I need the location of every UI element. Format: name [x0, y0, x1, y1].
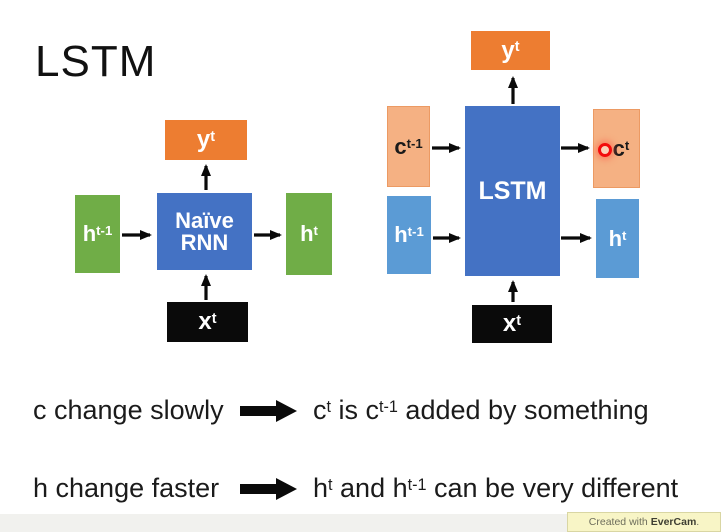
naive-rnn-output-label: yt — [196, 126, 216, 153]
implies-arrow-icon — [240, 477, 297, 500]
lstm-hprev-label: ht-1 — [394, 222, 424, 247]
watermark-suffix: . — [696, 516, 700, 528]
naive-rnn-output-box: yt — [165, 120, 247, 160]
lstm-output-box: yt — [471, 31, 550, 70]
naive-rnn-cell-line1: Naïve — [175, 207, 234, 233]
evercam-watermark: Created with EverCam . — [567, 512, 721, 532]
lstm-hnext-box: ht — [596, 199, 639, 278]
lstm-output-label: yt — [501, 36, 520, 64]
lstm-cell-label: LSTM — [478, 176, 547, 205]
slide-title: LSTM — [35, 37, 157, 86]
naive-rnn-cell-line2: RNN — [180, 229, 229, 255]
note-c-change-statement: ct is ct-1 added by something — [313, 395, 649, 425]
lstm-input-box: xt — [472, 305, 552, 343]
naive-rnn-input-box: xt — [167, 302, 248, 342]
lstm-hnext-label: ht — [608, 225, 627, 251]
red-highlight-ring-icon — [598, 143, 612, 157]
watermark-prefix: Created with — [588, 516, 648, 528]
naive-rnn-hprev-box: ht-1 — [75, 195, 120, 273]
lstm-hprev-box: ht-1 — [387, 196, 431, 274]
note-c-change-label: c change slowly — [33, 395, 224, 425]
note-h-change-statement: ht and ht-1 can be very different — [313, 473, 679, 503]
naive-rnn-cell-box: Naïve RNN — [157, 193, 252, 270]
lstm-cprev-label: ct-1 — [394, 133, 423, 159]
lstm-cprev-box: ct-1 — [387, 106, 430, 187]
naive-rnn-hnext-label: ht — [300, 221, 318, 246]
watermark-brand: EverCam — [650, 516, 697, 528]
lstm-input-label: xt — [502, 310, 522, 337]
naive-rnn-hnext-box: ht — [286, 193, 332, 275]
note-c-change: c change slowly ct is ct-1 added by some… — [33, 395, 649, 426]
lstm-cnext-label: ct — [612, 135, 630, 161]
implies-arrow-icon — [240, 399, 297, 422]
naive-rnn-hprev-label: ht-1 — [82, 221, 113, 246]
bottom-gray-band — [0, 514, 721, 532]
note-h-change: h change faster ht and ht-1 can be very … — [33, 473, 678, 504]
lstm-cell-box: LSTM — [465, 106, 560, 276]
note-h-change-label: h change faster — [33, 473, 220, 503]
lstm-cnext-box: ct — [593, 109, 640, 188]
naive-rnn-input-label: xt — [198, 308, 217, 335]
